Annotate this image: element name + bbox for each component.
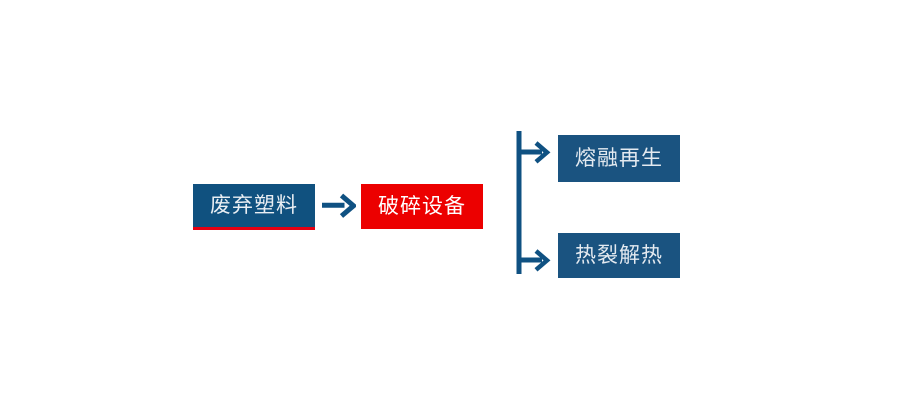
node-outcome-1-label: 热裂解热 (575, 244, 663, 267)
arrow-source-to-process (322, 192, 358, 220)
node-outcome-pyrolysis[interactable]: 热裂解热 (558, 233, 680, 278)
node-process[interactable]: 破碎设备 (361, 184, 483, 229)
split-arrow-icon (516, 131, 551, 274)
node-source[interactable]: 废弃塑料 (193, 184, 315, 230)
node-process-label: 破碎设备 (378, 195, 466, 218)
branch-connector (508, 126, 556, 282)
right-arrow-icon (322, 193, 358, 218)
node-source-label: 废弃塑料 (210, 194, 298, 217)
node-outcome-melt-regeneration[interactable]: 熔融再生 (558, 135, 680, 182)
node-outcome-0-label: 熔融再生 (575, 147, 663, 170)
